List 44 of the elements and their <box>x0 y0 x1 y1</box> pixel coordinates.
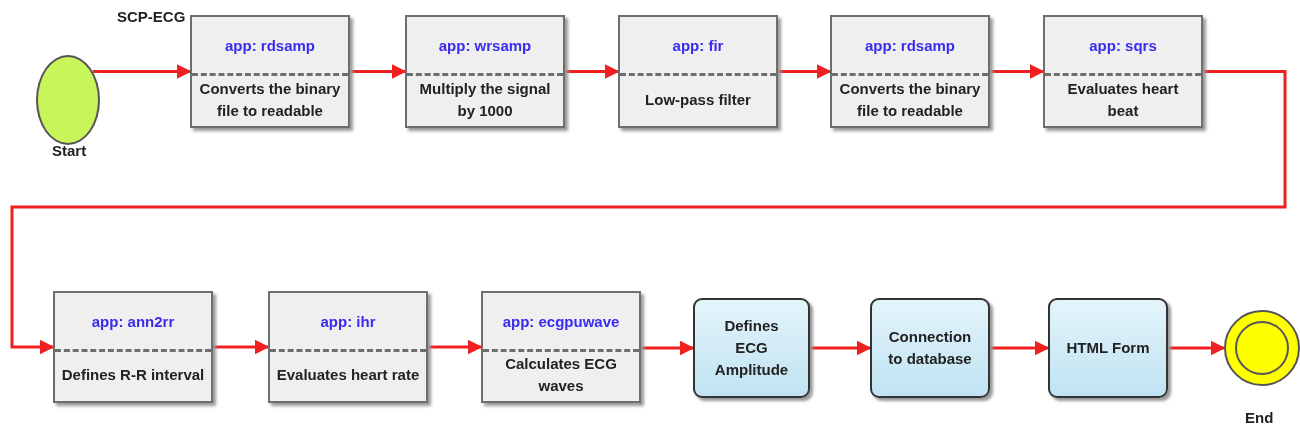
app-name: app: rdsamp <box>864 36 956 56</box>
arrow <box>1168 340 1226 356</box>
process-box <box>618 15 778 128</box>
arrow <box>641 340 695 356</box>
process-box <box>693 298 810 398</box>
app-name: app: fir <box>671 36 725 56</box>
arrow <box>810 340 872 356</box>
process-label: Defines ECG Amplitude <box>713 316 790 380</box>
node-caption: End <box>1245 409 1274 426</box>
arrow <box>778 64 832 79</box>
app-name: app: wrsamp <box>437 36 533 56</box>
process-description: Defines R-R interval <box>61 365 205 385</box>
process-box <box>870 298 990 398</box>
app-name: app: rdsamp <box>224 36 316 56</box>
process-box <box>405 15 565 128</box>
process-description: Evaluates heart beat <box>1066 78 1180 121</box>
process-description: Converts the binary file to readable <box>838 78 982 121</box>
arrow <box>990 64 1045 79</box>
process-box <box>268 291 428 403</box>
process-description: Multiply the signal by 1000 <box>418 78 552 121</box>
process-label: HTML Form <box>1066 338 1150 358</box>
arrow <box>350 64 407 79</box>
arrow <box>10 70 1287 355</box>
process-box <box>53 291 213 403</box>
process-description: Calculates ECG waves <box>504 354 618 396</box>
process-box <box>1043 15 1203 128</box>
process-box <box>190 15 350 128</box>
node-caption: Start <box>52 142 87 159</box>
process-description: Converts the binary file to readable <box>198 78 342 121</box>
app-name: app: ecgpuwave <box>501 312 621 332</box>
process-description: Evaluates heart rate <box>276 365 420 385</box>
process-box <box>830 15 990 128</box>
arrow <box>990 340 1050 356</box>
app-name: app: ann2rr <box>90 312 176 332</box>
arrow <box>213 339 270 355</box>
arrow <box>428 339 483 355</box>
app-name: app: sqrs <box>1088 36 1158 56</box>
input-format-label: SCP-ECG <box>117 8 186 25</box>
app-name: app: ihr <box>319 312 377 332</box>
process-description: Low-pass filter <box>644 89 752 110</box>
process-box <box>1048 298 1168 398</box>
arrow <box>565 64 620 79</box>
process-label: Connection to database <box>887 327 973 369</box>
process-box <box>481 291 641 403</box>
